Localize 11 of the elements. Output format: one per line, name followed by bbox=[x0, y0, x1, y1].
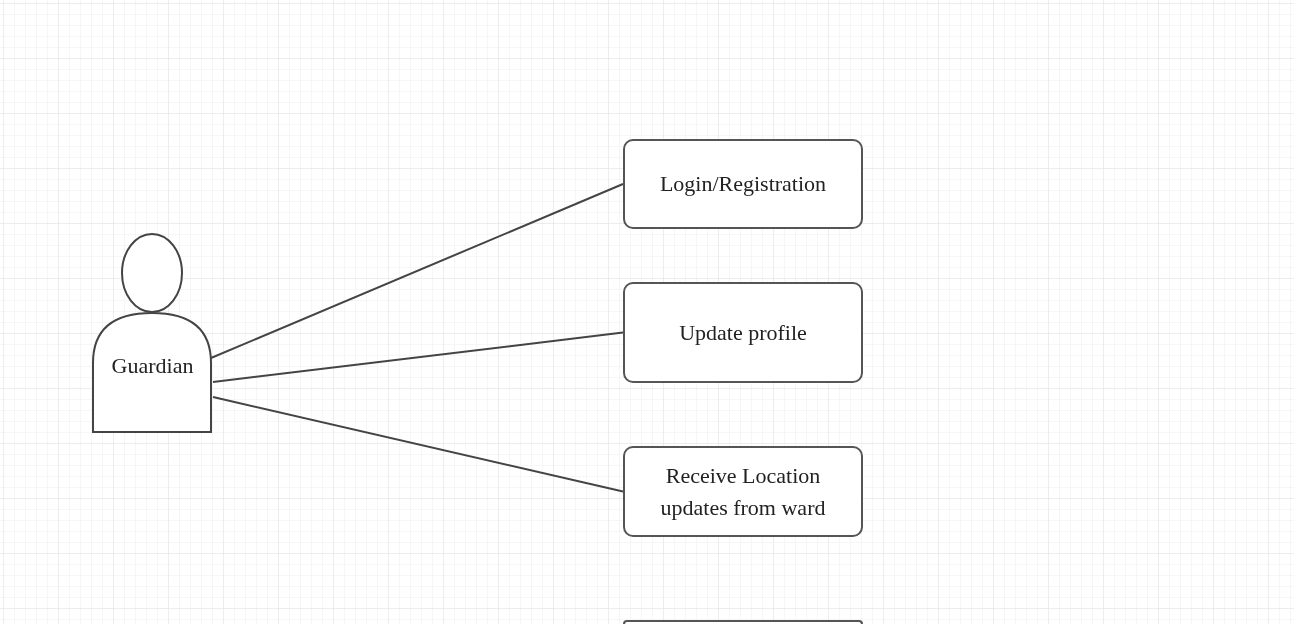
use-case-box bbox=[623, 446, 863, 537]
use-case-box bbox=[623, 139, 863, 229]
connector-line bbox=[210, 183, 624, 359]
connector-line bbox=[212, 331, 624, 383]
connector-line bbox=[212, 396, 624, 493]
actor-label: Guardian bbox=[111, 352, 194, 380]
use-case-label: Receive Location updates from ward bbox=[659, 461, 827, 522]
empty-box bbox=[623, 620, 863, 624]
use-case-label: Login/Registration bbox=[658, 170, 828, 198]
use-case-label: Update profile bbox=[678, 318, 808, 347]
use-case-box bbox=[623, 282, 863, 383]
